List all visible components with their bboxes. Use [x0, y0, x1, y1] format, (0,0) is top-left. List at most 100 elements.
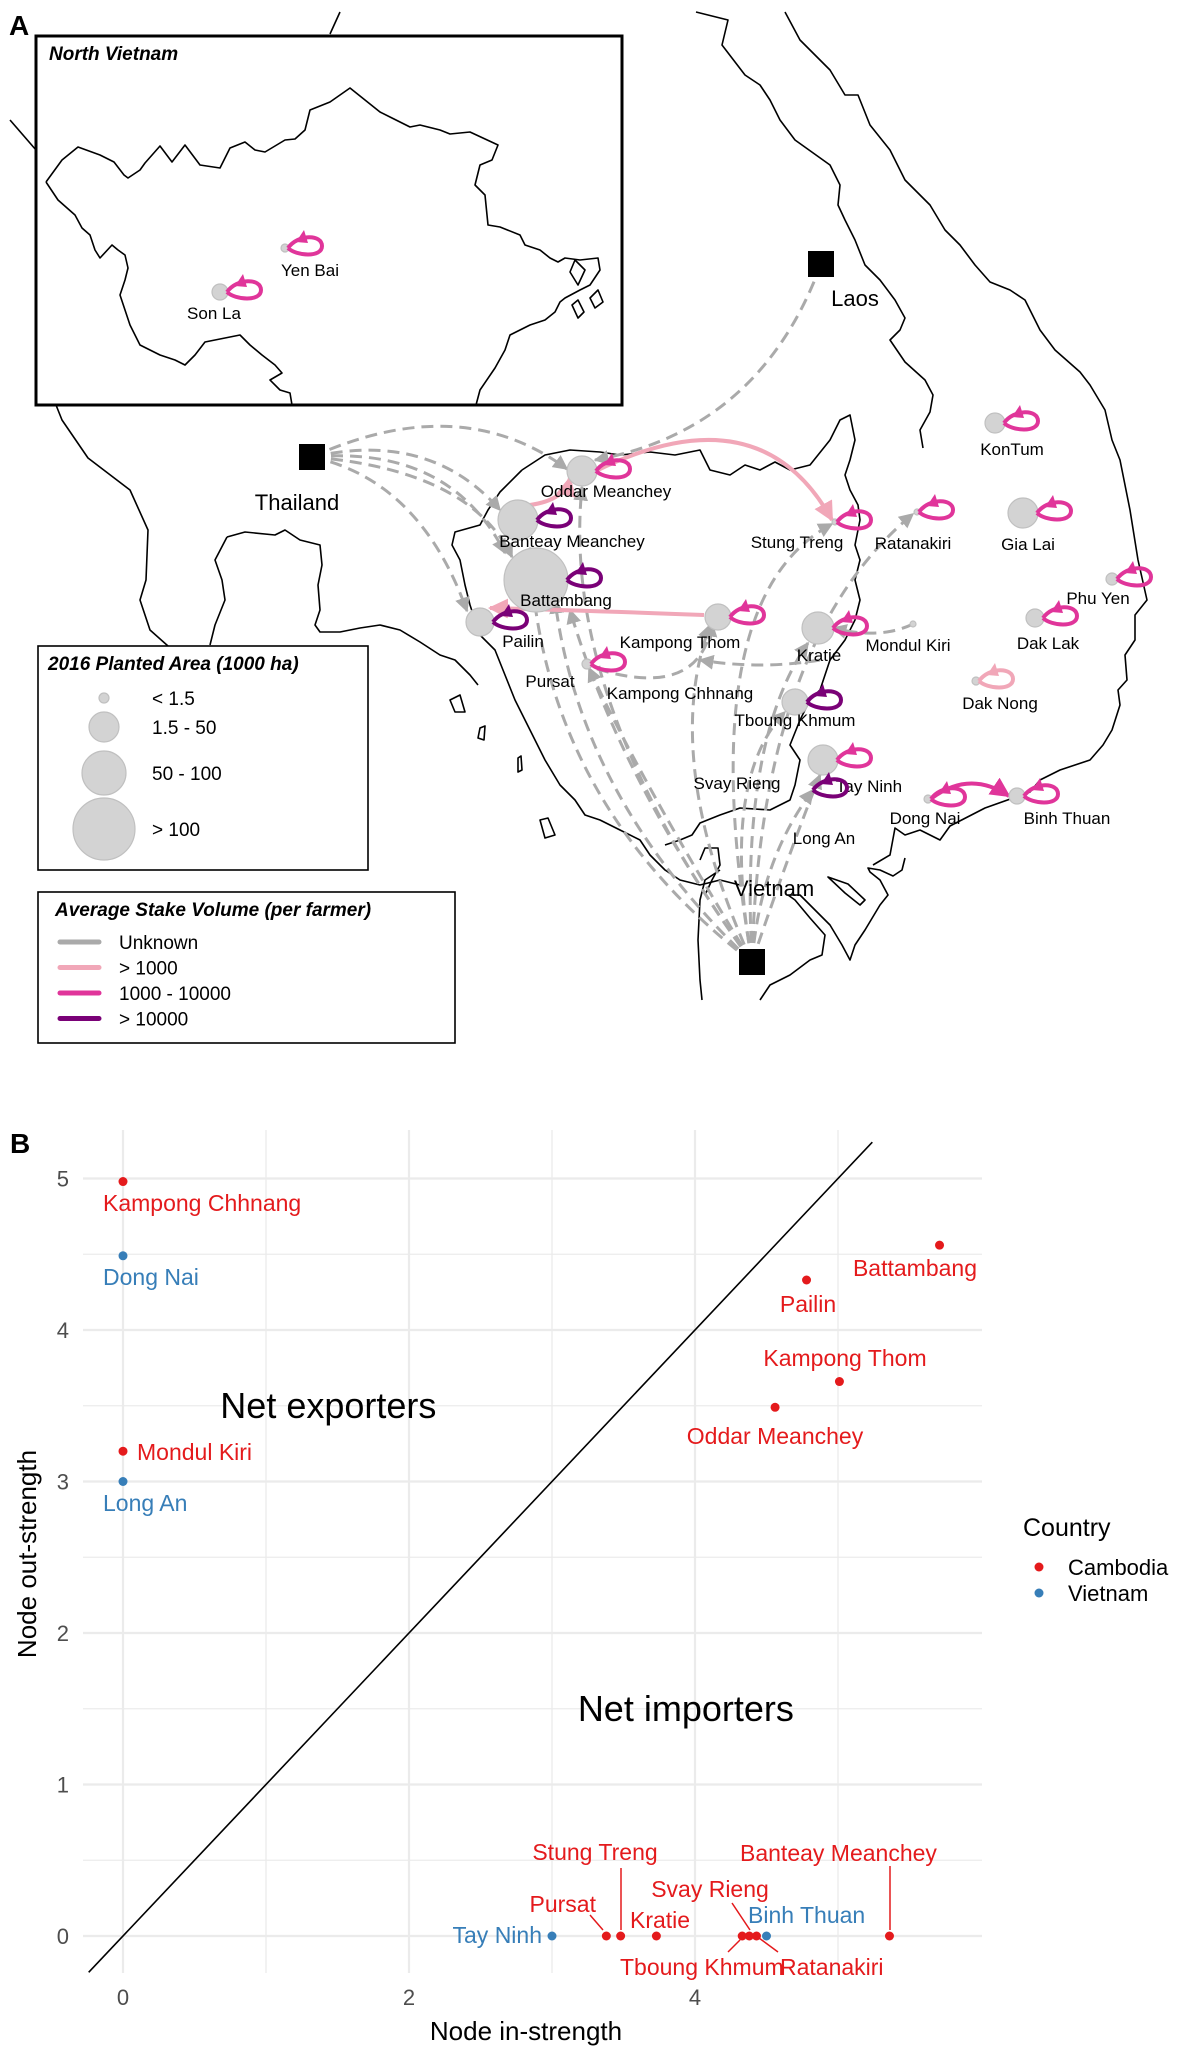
country-vietnam: Vietnam	[734, 876, 814, 975]
node-label: Long An	[793, 829, 855, 848]
data-point-binh-thuan: Binh Thuan	[748, 1902, 865, 1941]
point-label: Long An	[103, 1490, 187, 1516]
node-label: Pursat	[525, 672, 574, 691]
planted-area-circle	[1007, 497, 1039, 529]
svg-text:1000 - 10000: 1000 - 10000	[119, 984, 231, 1005]
self-loop-icon	[805, 684, 844, 711]
map-node-pailin: Pailin	[465, 604, 544, 651]
data-point-kampong-thom: Kampong Thom	[763, 1345, 927, 1387]
y-tick-label: 4	[57, 1318, 69, 1343]
legend-stake-item: > 10000	[57, 1010, 188, 1031]
point-label: Dong Nai	[103, 1264, 199, 1290]
planted-area-circle	[807, 744, 839, 776]
point-label: Pursat	[530, 1891, 597, 1917]
legend-stake-volume: Average Stake Volume (per farmer) Unknow…	[37, 891, 456, 1044]
map-node-kampong-chhnang: Kampong Chhnang	[607, 684, 754, 703]
point-label: Svay Rieng	[651, 1876, 769, 1902]
map-node-pursat: Pursat	[525, 646, 628, 691]
y-tick-label: 3	[57, 1470, 69, 1495]
flow-edge	[573, 485, 754, 963]
flow-edge	[549, 598, 754, 964]
legend-stake-item: > 1000	[57, 959, 178, 980]
point-label: Stung Treng	[532, 1839, 657, 1865]
flow-edge	[311, 454, 507, 555]
legend-entry-vietnam: Vietnam	[1034, 1581, 1148, 1606]
node-label: Tay Ninh	[836, 777, 902, 796]
country-label: Thailand	[255, 490, 339, 515]
country-label: Laos	[831, 286, 879, 311]
point-label: Oddar Meanchey	[687, 1423, 864, 1449]
data-point-ratanakiri: Ratanakiri	[751, 1931, 884, 1980]
svg-text:> 10000: > 10000	[119, 1010, 188, 1031]
planted-area-circle	[1105, 572, 1119, 586]
self-loop-icon	[929, 781, 968, 808]
point-label: Tboung Khmum	[620, 1954, 784, 1980]
flow-edge	[488, 598, 705, 619]
y-tick-label: 1	[57, 1773, 69, 1798]
data-point-mondul-kiri: Mondul Kiri	[118, 1439, 252, 1465]
planted-area-circle	[581, 658, 593, 670]
data-point-pursat: Pursat	[530, 1891, 611, 1941]
node-label: Phu Yen	[1066, 589, 1129, 608]
self-loop-icon	[1035, 495, 1074, 522]
data-point-pailin: Pailin	[780, 1275, 836, 1317]
node-label: Svay Rieng	[694, 774, 781, 793]
chart-grid	[83, 1130, 982, 1973]
point-label: Battambang	[853, 1255, 977, 1281]
svg-text:50 - 100: 50 - 100	[152, 764, 222, 785]
legend-area-item: 1.5 - 50	[88, 711, 216, 743]
y-axis-title: Node out-strength	[12, 1450, 42, 1658]
flow-edge	[731, 522, 834, 963]
svg-text:1.5 - 50: 1.5 - 50	[152, 718, 216, 739]
map-node-phu-yen: Phu Yen	[1066, 561, 1154, 608]
self-loop-icon	[535, 502, 574, 529]
map-node-kontum: KonTum	[980, 405, 1044, 459]
node-label: Oddar Meanchey	[541, 482, 672, 501]
point-label: Tay Ninh	[453, 1922, 542, 1948]
map-node-gia-lai: Gia Lai	[1001, 495, 1074, 554]
legend-planted-area: 2016 Planted Area (1000 ha) < 1.5 1.5 - 5…	[37, 645, 369, 871]
country-laos: Laos	[808, 251, 879, 311]
x-tick-label: 4	[689, 1985, 701, 2010]
map-node-kampong-thom: Kampong Thom	[620, 599, 767, 652]
reference-line-y-equals-x	[88, 1141, 873, 1973]
inset-north-vietnam: North Vietnam	[34, 34, 624, 407]
svg-text:< 1.5: < 1.5	[152, 689, 195, 710]
map-node-oddar-meanchey: Oddar Meanchey	[541, 453, 672, 501]
data-point-kratie: Kratie	[630, 1907, 690, 1941]
y-tick-label: 0	[57, 1924, 69, 1949]
self-loop-icon	[565, 562, 604, 589]
point-label: Mondul Kiri	[137, 1439, 252, 1465]
flow-edge	[523, 546, 753, 964]
map-node-yen-bai: Yen Bai	[280, 230, 339, 280]
legend-area-item: < 1.5	[98, 689, 195, 710]
point-label: Kratie	[630, 1907, 690, 1933]
self-loop-icon	[728, 599, 767, 626]
svg-text:> 100: > 100	[152, 820, 200, 841]
self-loop-icon	[594, 453, 633, 480]
data-point-banteay-meanchey: Banteay Meanchey	[740, 1840, 937, 1941]
point-label: Pailin	[780, 1291, 836, 1317]
map-node-long-an: Long An	[793, 829, 855, 848]
point-label: Banteay Meanchey	[740, 1840, 937, 1866]
planted-area-circle	[465, 607, 495, 637]
self-loop-icon	[1002, 405, 1041, 432]
planted-area-circle	[801, 611, 835, 645]
point-label: Kampong Chhnang	[103, 1190, 301, 1216]
node-label: Dong Nai	[890, 809, 961, 828]
x-tick-label: 0	[117, 1985, 129, 2010]
x-axis-title: Node in-strength	[430, 2016, 622, 2046]
self-loop-icon	[225, 274, 264, 301]
legend-planted-area-title: 2016 Planted Area (1000 ha)	[47, 654, 299, 675]
self-loop-icon	[831, 610, 870, 637]
flow-edge	[595, 437, 834, 522]
flow-edge	[311, 455, 470, 613]
legend-stake-volume-title: Average Stake Volume (per farmer)	[54, 900, 371, 921]
panel-b-letter: B	[10, 1128, 30, 1159]
data-point-tay-ninh: Tay Ninh	[453, 1922, 557, 1948]
planted-area-circle	[984, 412, 1006, 434]
flow-edge	[596, 621, 718, 680]
svg-text:Cambodia: Cambodia	[1068, 1555, 1169, 1580]
